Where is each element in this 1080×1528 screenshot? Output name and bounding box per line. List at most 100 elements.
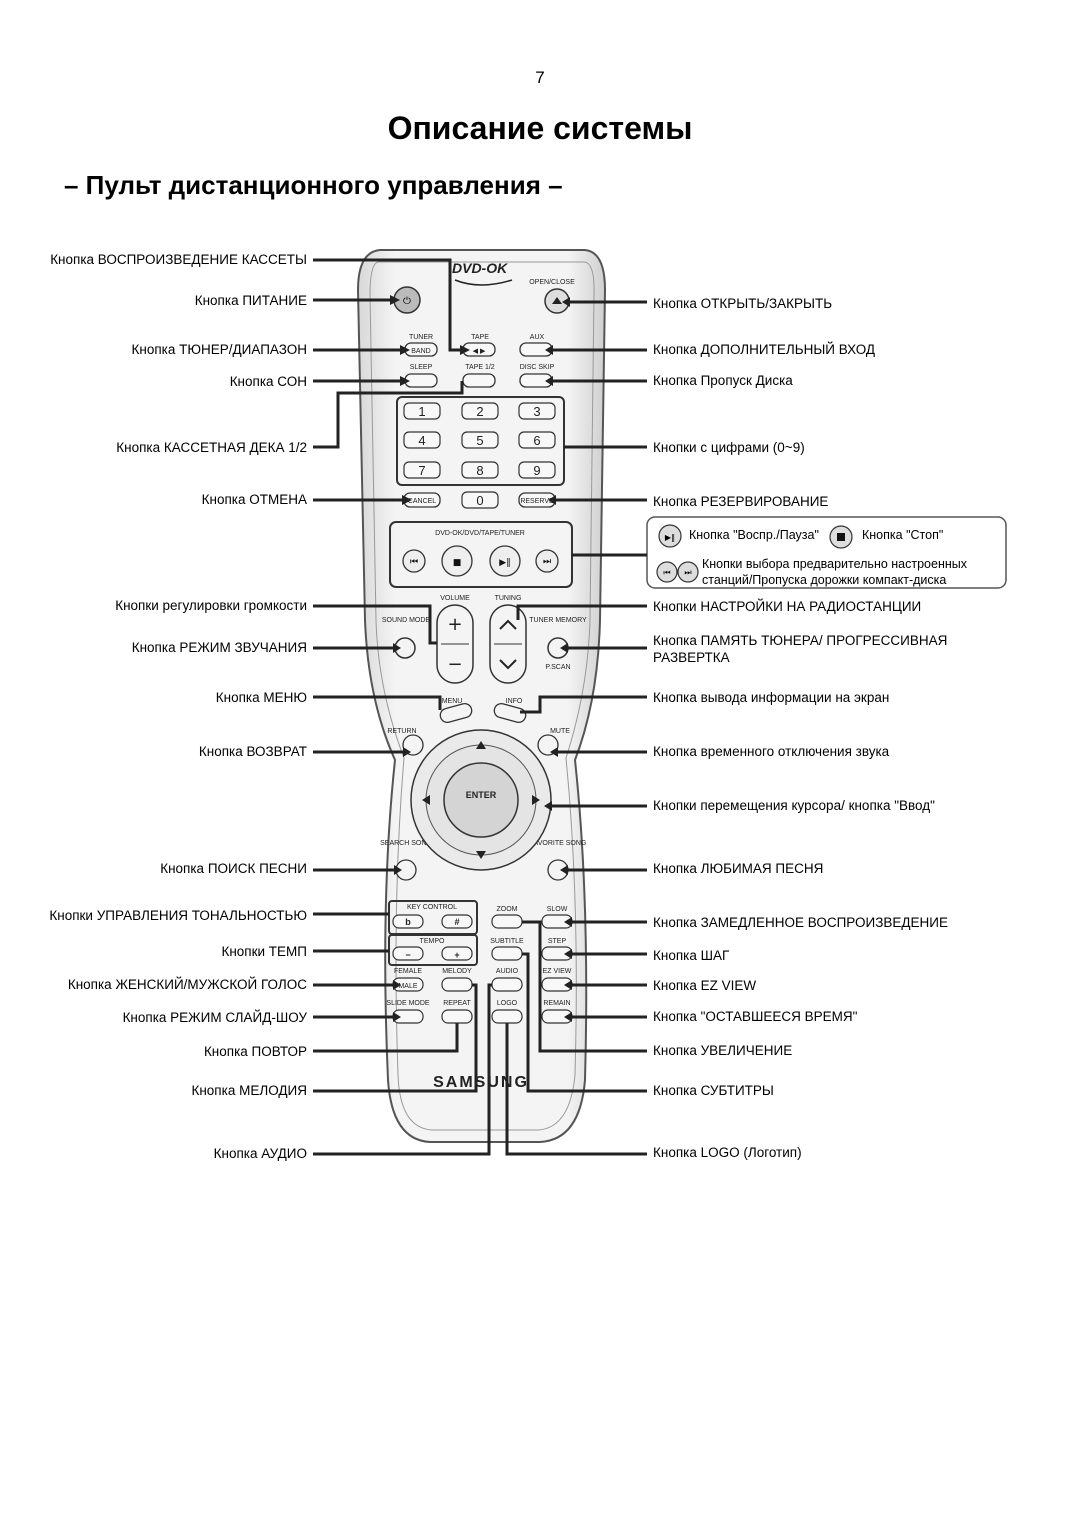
digit-4-button	[403, 431, 441, 449]
btn-label-band: BAND	[411, 348, 430, 355]
label-logo: Кнопка LOGO (Логотип)	[653, 1145, 802, 1160]
svg-text:2: 2	[476, 404, 483, 419]
label-subtitle: Кнопка СУБТИТРЫ	[653, 1083, 774, 1098]
btn-label-sleep: SLEEP	[410, 364, 433, 371]
leader-lines-left	[313, 258, 492, 1156]
navigation-pad[interactable]: ENTER	[410, 729, 552, 871]
svg-text:RESERVE: RESERVE	[520, 498, 554, 505]
repeat-button	[441, 1009, 473, 1024]
sleep-button	[404, 373, 438, 388]
label-cancel: Кнопка ОТМЕНА	[201, 492, 307, 507]
key-sharp-button	[441, 914, 473, 929]
btn-label-volume: VOLUME	[440, 595, 470, 602]
label-sound-mode: Кнопка РЕЖИМ ЗВУЧАНИЯ	[131, 640, 307, 655]
volume-up-icon: +	[447, 614, 462, 635]
label-search-song: Кнопка ПОИСК ПЕСНИ	[160, 861, 307, 876]
stop-icon: ■	[453, 558, 462, 568]
stop-button	[441, 545, 473, 577]
digit-3-button	[518, 402, 556, 420]
label-open-close: Кнопка ОТКРЫТЬ/ЗАКРЫТЬ	[653, 296, 833, 311]
label-zoom: Кнопка УВЕЛИЧЕНИЕ	[653, 1043, 793, 1058]
btn-label-tuning: TUNING	[495, 595, 522, 602]
label-tape-play: Кнопка ВОСПРОИЗВЕДЕНИЕ КАССЕТЫ	[50, 252, 307, 267]
logo-button	[491, 1009, 523, 1024]
svg-text:⏮: ⏮	[663, 568, 670, 577]
svg-text:−: −	[405, 950, 410, 960]
skip-forward-icon: ⏭	[543, 557, 551, 567]
svg-text:9: 9	[533, 463, 540, 478]
label-step: Кнопка ШАГ	[653, 948, 730, 963]
btn-label-melody: MELODY	[442, 968, 472, 975]
menu-button	[439, 703, 473, 723]
btn-label-tuner-memory: TUNER MEMORY	[529, 617, 587, 624]
label-aux: Кнопка ДОПОЛНИТЕЛЬНЫЙ ВХОД	[653, 342, 876, 357]
label-menu: Кнопка МЕНЮ	[215, 690, 307, 705]
svg-text:ENTER: ENTER	[466, 790, 497, 800]
btn-label-repeat: REPEAT	[443, 1000, 471, 1007]
btn-label-audio: AUDIO	[496, 968, 519, 975]
btn-label-sound-mode: SOUND MODE	[382, 617, 431, 624]
legend-skip-label-2: станций/Пропуска дорожки компакт-диска	[702, 573, 947, 587]
svg-text:INFO: INFO	[506, 698, 523, 705]
tape-play-icon: ◀ ▶	[473, 348, 486, 355]
label-male-female: Кнопка ЖЕНСКИЙ/МУЖСКОЙ ГОЛОС	[67, 977, 307, 992]
btn-label-step: STEP	[548, 938, 567, 945]
leader-lines-right	[505, 300, 647, 1156]
skip-back-button	[402, 549, 426, 573]
svg-text:+: +	[454, 950, 459, 960]
btn-label-mode-bar: DVD-OK/DVD/TAPE/TUNER	[435, 530, 525, 537]
svg-text:RETURN: RETURN	[387, 728, 416, 735]
tape12-button	[462, 373, 496, 388]
skip-forward-button	[535, 549, 559, 573]
label-repeat: Кнопка ПОВТОР	[203, 1044, 307, 1059]
play-pause-button	[489, 545, 521, 577]
digit-5-button	[461, 431, 499, 449]
svg-text:⏻: ⏻	[403, 296, 411, 307]
skip-back-icon: ⏮	[410, 557, 418, 567]
volume-down-icon: −	[447, 654, 462, 675]
svg-text:b: b	[405, 917, 411, 927]
digit-1-button	[403, 402, 441, 420]
btn-label-pscan: P.SCAN	[545, 664, 570, 671]
label-info: Кнопка вывода информации на экран	[653, 690, 890, 705]
legend-play-pause-label: Кнопка "Воспр./Пауза"	[689, 528, 819, 542]
btn-label-remain: REMAIN	[543, 1000, 570, 1007]
melody-button	[441, 977, 473, 992]
digit-6-button	[518, 431, 556, 449]
label-power: Кнопка ПИТАНИЕ	[194, 293, 307, 308]
svg-text:1: 1	[418, 404, 425, 419]
svg-text:MUTE: MUTE	[550, 728, 570, 735]
legend-skip-back-icon	[656, 561, 678, 583]
svg-text:8: 8	[476, 463, 483, 478]
btn-label-tempo: TEMPO	[420, 938, 445, 945]
leader-arrows-left	[390, 295, 470, 1022]
btn-label-tape12: TAPE 1/2	[465, 364, 495, 371]
btn-label-aux: AUX	[530, 334, 545, 341]
label-tuner-band: Кнопка ТЮНЕР/ДИАПАЗОН	[131, 342, 308, 357]
svg-text:0: 0	[476, 493, 483, 508]
legend-play-pause-icon	[658, 524, 682, 548]
page-subtitle: – Пульт дистанционного управления –	[64, 170, 563, 200]
key-flat-button	[392, 914, 424, 929]
svg-text:CANCEL: CANCEL	[408, 498, 437, 505]
remote-logo: DVD-OK	[452, 260, 508, 276]
btn-label-slide-mode: SLIDE MODE	[386, 1000, 430, 1007]
label-cursor-enter: Кнопки перемещения курсора/ кнопка "Ввод…	[653, 798, 935, 813]
btn-label-open-close: OPEN/CLOSE	[529, 279, 575, 286]
label-reserve: Кнопка РЕЗЕРВИРОВАНИЕ	[653, 494, 829, 509]
svg-text:4: 4	[418, 433, 425, 448]
label-disc-skip: Кнопка Пропуск Диска	[653, 373, 793, 388]
page-number: 7	[535, 68, 545, 87]
mute-button	[537, 734, 559, 756]
btn-label-favorite-song: FAVORITE SONG	[530, 840, 587, 847]
label-tuning: Кнопки НАСТРОЙКИ НА РАДИОСТАНЦИИ	[653, 599, 922, 614]
label-mute: Кнопка временного отключения звука	[653, 744, 890, 759]
label-favorite-song: Кнопка ЛЮБИМАЯ ПЕСНЯ	[653, 861, 824, 876]
btn-label-tape: TAPE	[471, 334, 489, 341]
label-remain: Кнопка "ОСТАВШЕЕСЯ ВРЕМЯ"	[653, 1009, 858, 1024]
label-tuner-memory-line2: РАЗВЕРТКА	[653, 650, 730, 665]
btn-label-key-control: KEY CONTROL	[407, 904, 457, 911]
svg-text:3: 3	[533, 404, 540, 419]
legend-skip-label-1: Кнопки выбора предварительно настроенных	[702, 557, 968, 571]
